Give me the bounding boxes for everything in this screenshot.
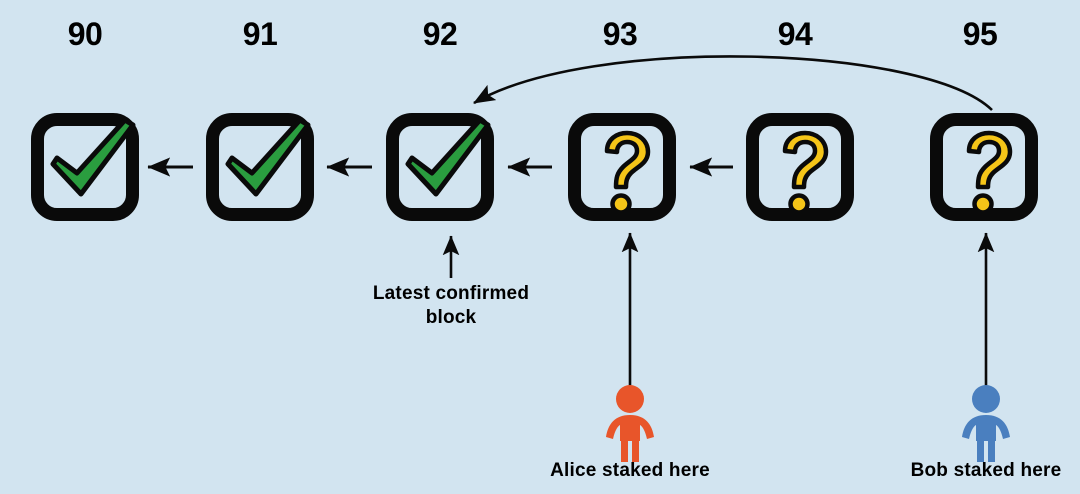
block-number-91: 91	[242, 16, 278, 52]
block-number-94: 94	[777, 16, 813, 52]
fork-curve-arrow-95-to-92	[473, 55, 993, 111]
caption-latest-line2: block	[425, 307, 477, 328]
block-number-90: 90	[67, 16, 103, 52]
block-box-90[interactable]	[31, 113, 139, 221]
block-box-93[interactable]	[568, 113, 676, 221]
block-number-93: 93	[602, 16, 638, 52]
block-number-95: 95	[962, 16, 998, 52]
avatar-bob[interactable]	[951, 382, 1021, 462]
block-box-91[interactable]	[206, 113, 314, 221]
block-box-94[interactable]	[746, 113, 854, 221]
caption-bob-staked-here: Bob staked here	[910, 460, 1062, 481]
block-box-95[interactable]	[930, 113, 1038, 221]
block-box-92[interactable]	[386, 113, 494, 221]
block-number-92: 92	[422, 16, 458, 52]
caption-latest-confirmed-block: Latest confirmed block	[301, 282, 601, 330]
avatar-alice[interactable]	[595, 382, 665, 462]
caption-latest-line1: Latest confirmed	[372, 283, 530, 304]
caption-alice-staked-here: Alice staked here	[550, 460, 710, 481]
